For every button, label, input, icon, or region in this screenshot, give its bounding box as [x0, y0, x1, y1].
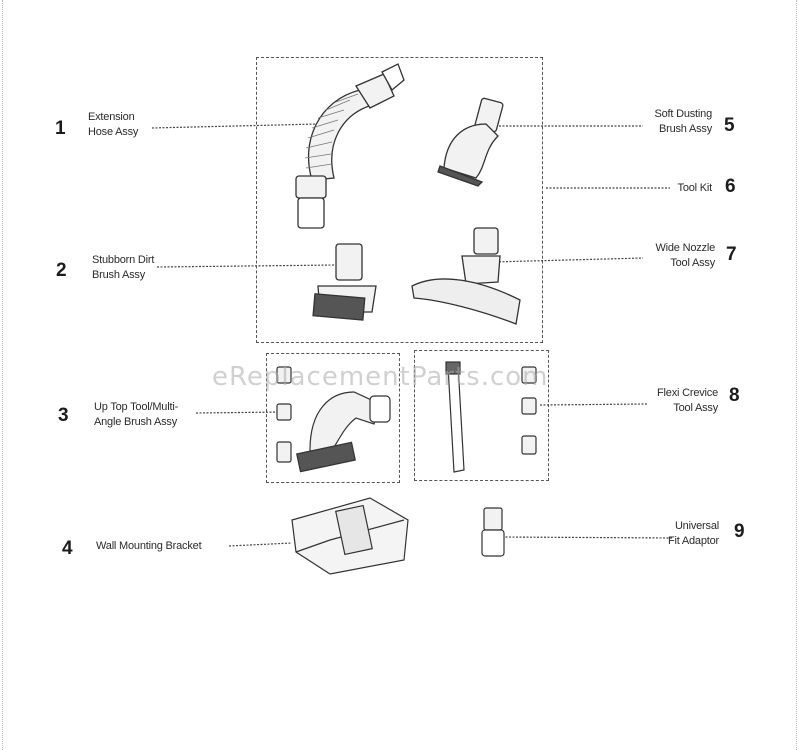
left-page-edge: [2, 0, 3, 750]
tool-kit-box: [256, 57, 543, 343]
callout-number-4: 4: [62, 538, 73, 559]
universal-adaptor-drawing: [481, 507, 505, 557]
leader-line-4: [228, 542, 293, 547]
leader-line-1: [151, 123, 319, 129]
flexi-crevice-box: [414, 350, 549, 481]
up-top-tool-box: [266, 353, 400, 483]
callout-label-tool-kit: Tool Kit: [677, 182, 713, 194]
up-top-tool-drawing: [276, 366, 391, 473]
callout-number-7: 7: [726, 244, 737, 265]
watermark: eReplacementParts.com: [212, 362, 549, 392]
callout-number-1: 1: [55, 118, 66, 139]
right-page-edge: [796, 0, 797, 750]
leader-line-2: [156, 264, 337, 268]
callout-label-wall-mounting-bracket: Wall Mounting Bracket: [96, 540, 202, 552]
extension-hose-drawing: [295, 63, 405, 229]
callout-number-8: 8: [729, 385, 740, 406]
leader-line-9: [501, 536, 673, 539]
callout-number-2: 2: [56, 260, 67, 281]
callout-number-6: 6: [725, 176, 736, 197]
callout-number-9: 9: [734, 521, 745, 542]
stubborn-dirt-brush-drawing: [312, 243, 377, 321]
soft-dusting-brush-drawing: [437, 97, 504, 187]
leader-line-3: [195, 411, 286, 414]
flexi-crevice-drawing: [445, 361, 537, 473]
wide-nozzle-drawing: [411, 227, 521, 325]
leader-line-8: [539, 403, 648, 406]
callout-number-3: 3: [58, 405, 69, 426]
callout-number-5: 5: [724, 115, 735, 136]
wall-bracket-drawing: [291, 497, 409, 575]
leader-line-7: [491, 257, 644, 263]
callout-label-up-top-tool: Up Top Tool/Multi-Angle Brush Assy: [94, 401, 179, 428]
